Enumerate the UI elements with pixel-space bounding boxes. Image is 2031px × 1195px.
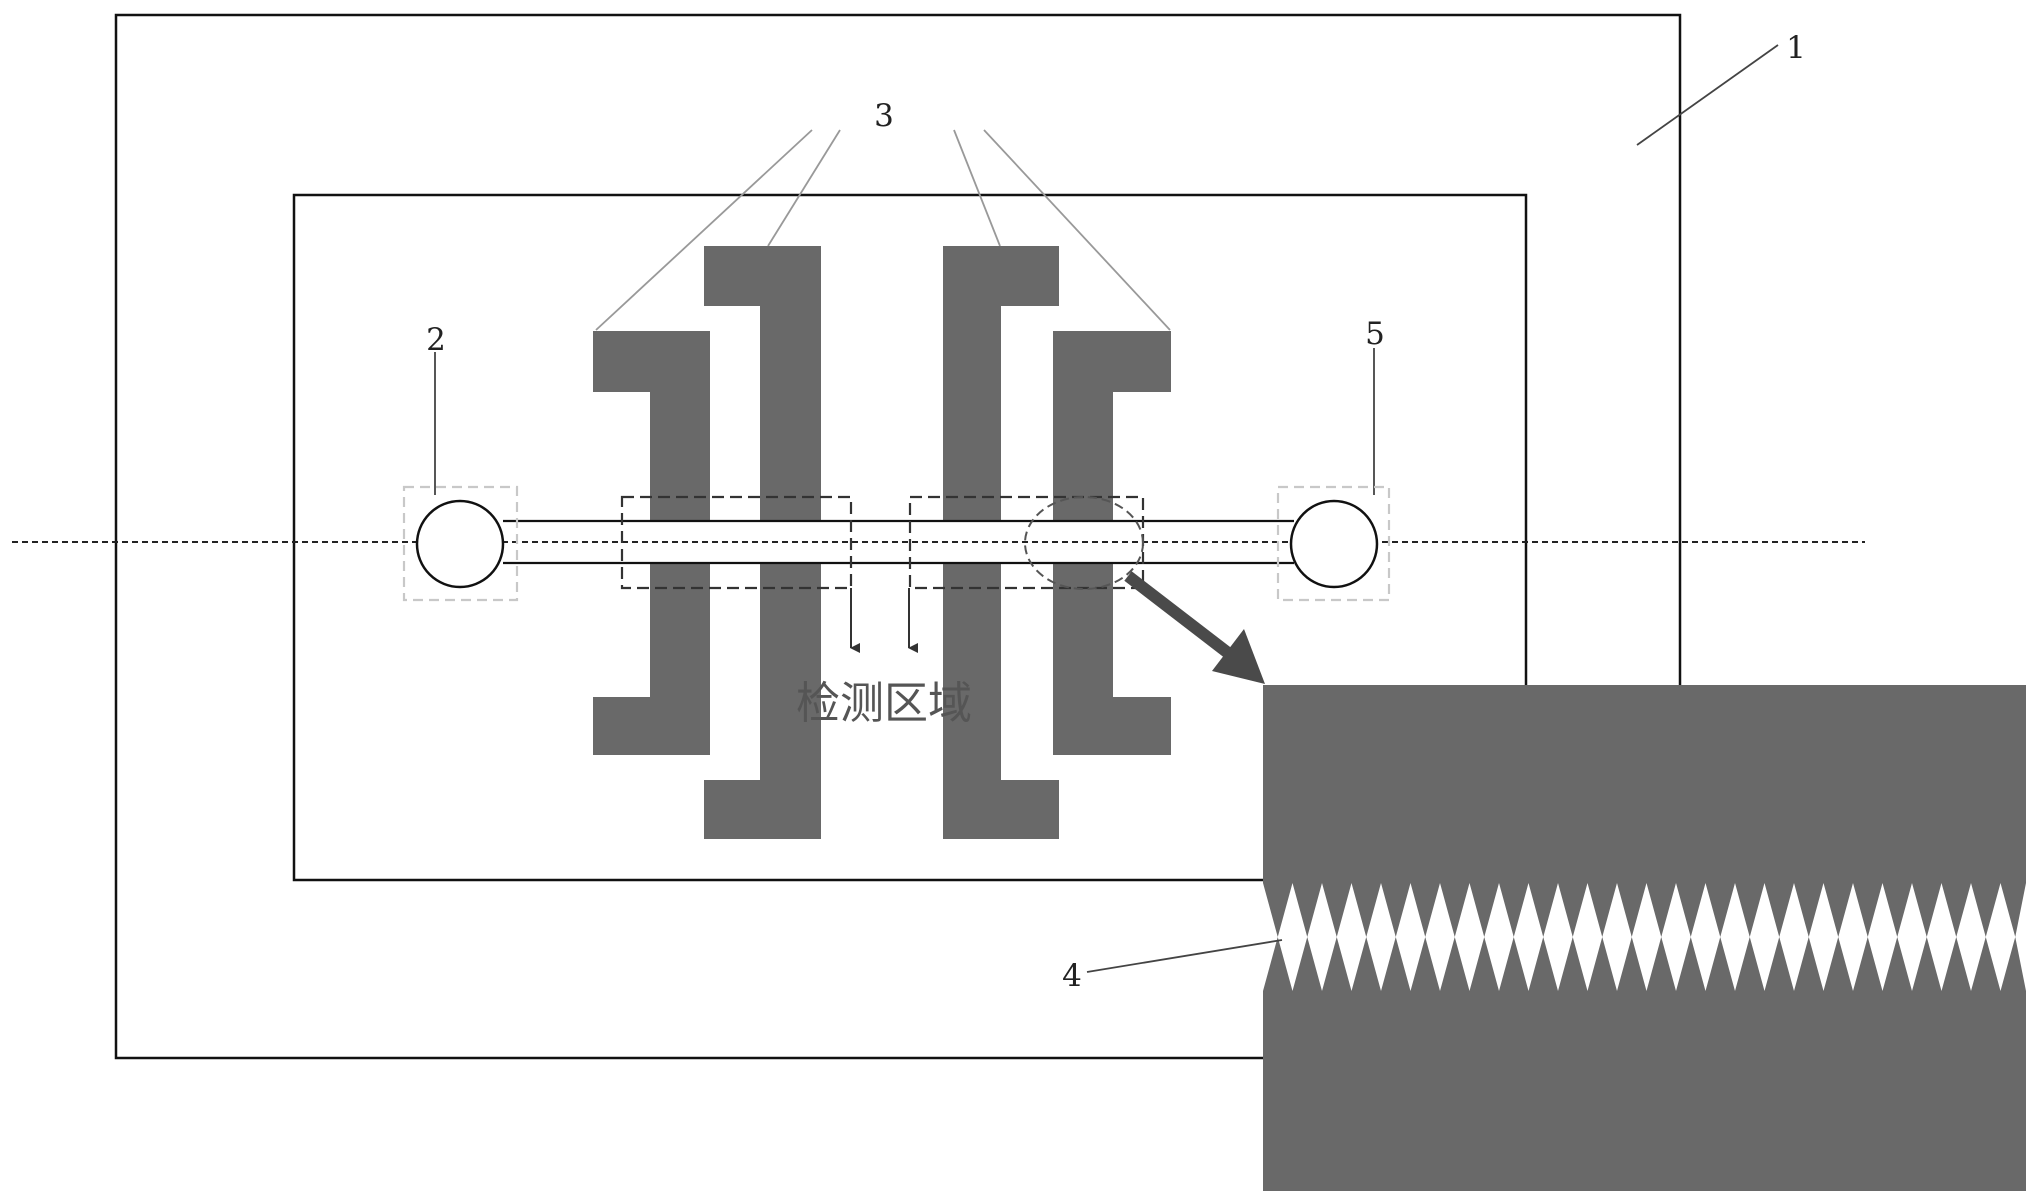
magnified-area-ellipse bbox=[1024, 496, 1144, 590]
magnified-inset bbox=[1263, 685, 2026, 1191]
inlet-port bbox=[415, 499, 505, 589]
inlet-pad-dashed-box bbox=[402, 485, 519, 602]
outlet-port bbox=[1289, 499, 1379, 589]
chip-inner-frame bbox=[292, 193, 1528, 882]
microstructure-leader-line bbox=[1086, 939, 1283, 973]
detection-box-left bbox=[620, 495, 853, 590]
label-outlet: 5 bbox=[1365, 316, 1385, 352]
sawtooth-teeth-bottom bbox=[1263, 937, 2026, 991]
substrate-leader-line bbox=[1636, 44, 1779, 146]
sawtooth-teeth-top bbox=[1263, 883, 2026, 937]
label-electrodes: 3 bbox=[874, 98, 894, 134]
electrode-leader-lines bbox=[595, 129, 1171, 331]
label-inlet: 2 bbox=[426, 322, 446, 358]
label-microstructure: 4 bbox=[1062, 958, 1082, 994]
outlet-pad-dashed-box bbox=[1276, 485, 1391, 602]
magnifier-arrow bbox=[1124, 571, 1265, 684]
substrate-outer-frame bbox=[114, 13, 1682, 1060]
label-substrate: 1 bbox=[1786, 30, 1806, 66]
inset-channel-gap bbox=[1263, 883, 2026, 991]
detection-region-label: 检测区域 bbox=[796, 678, 972, 729]
microchannel-walls bbox=[503, 519, 1294, 565]
